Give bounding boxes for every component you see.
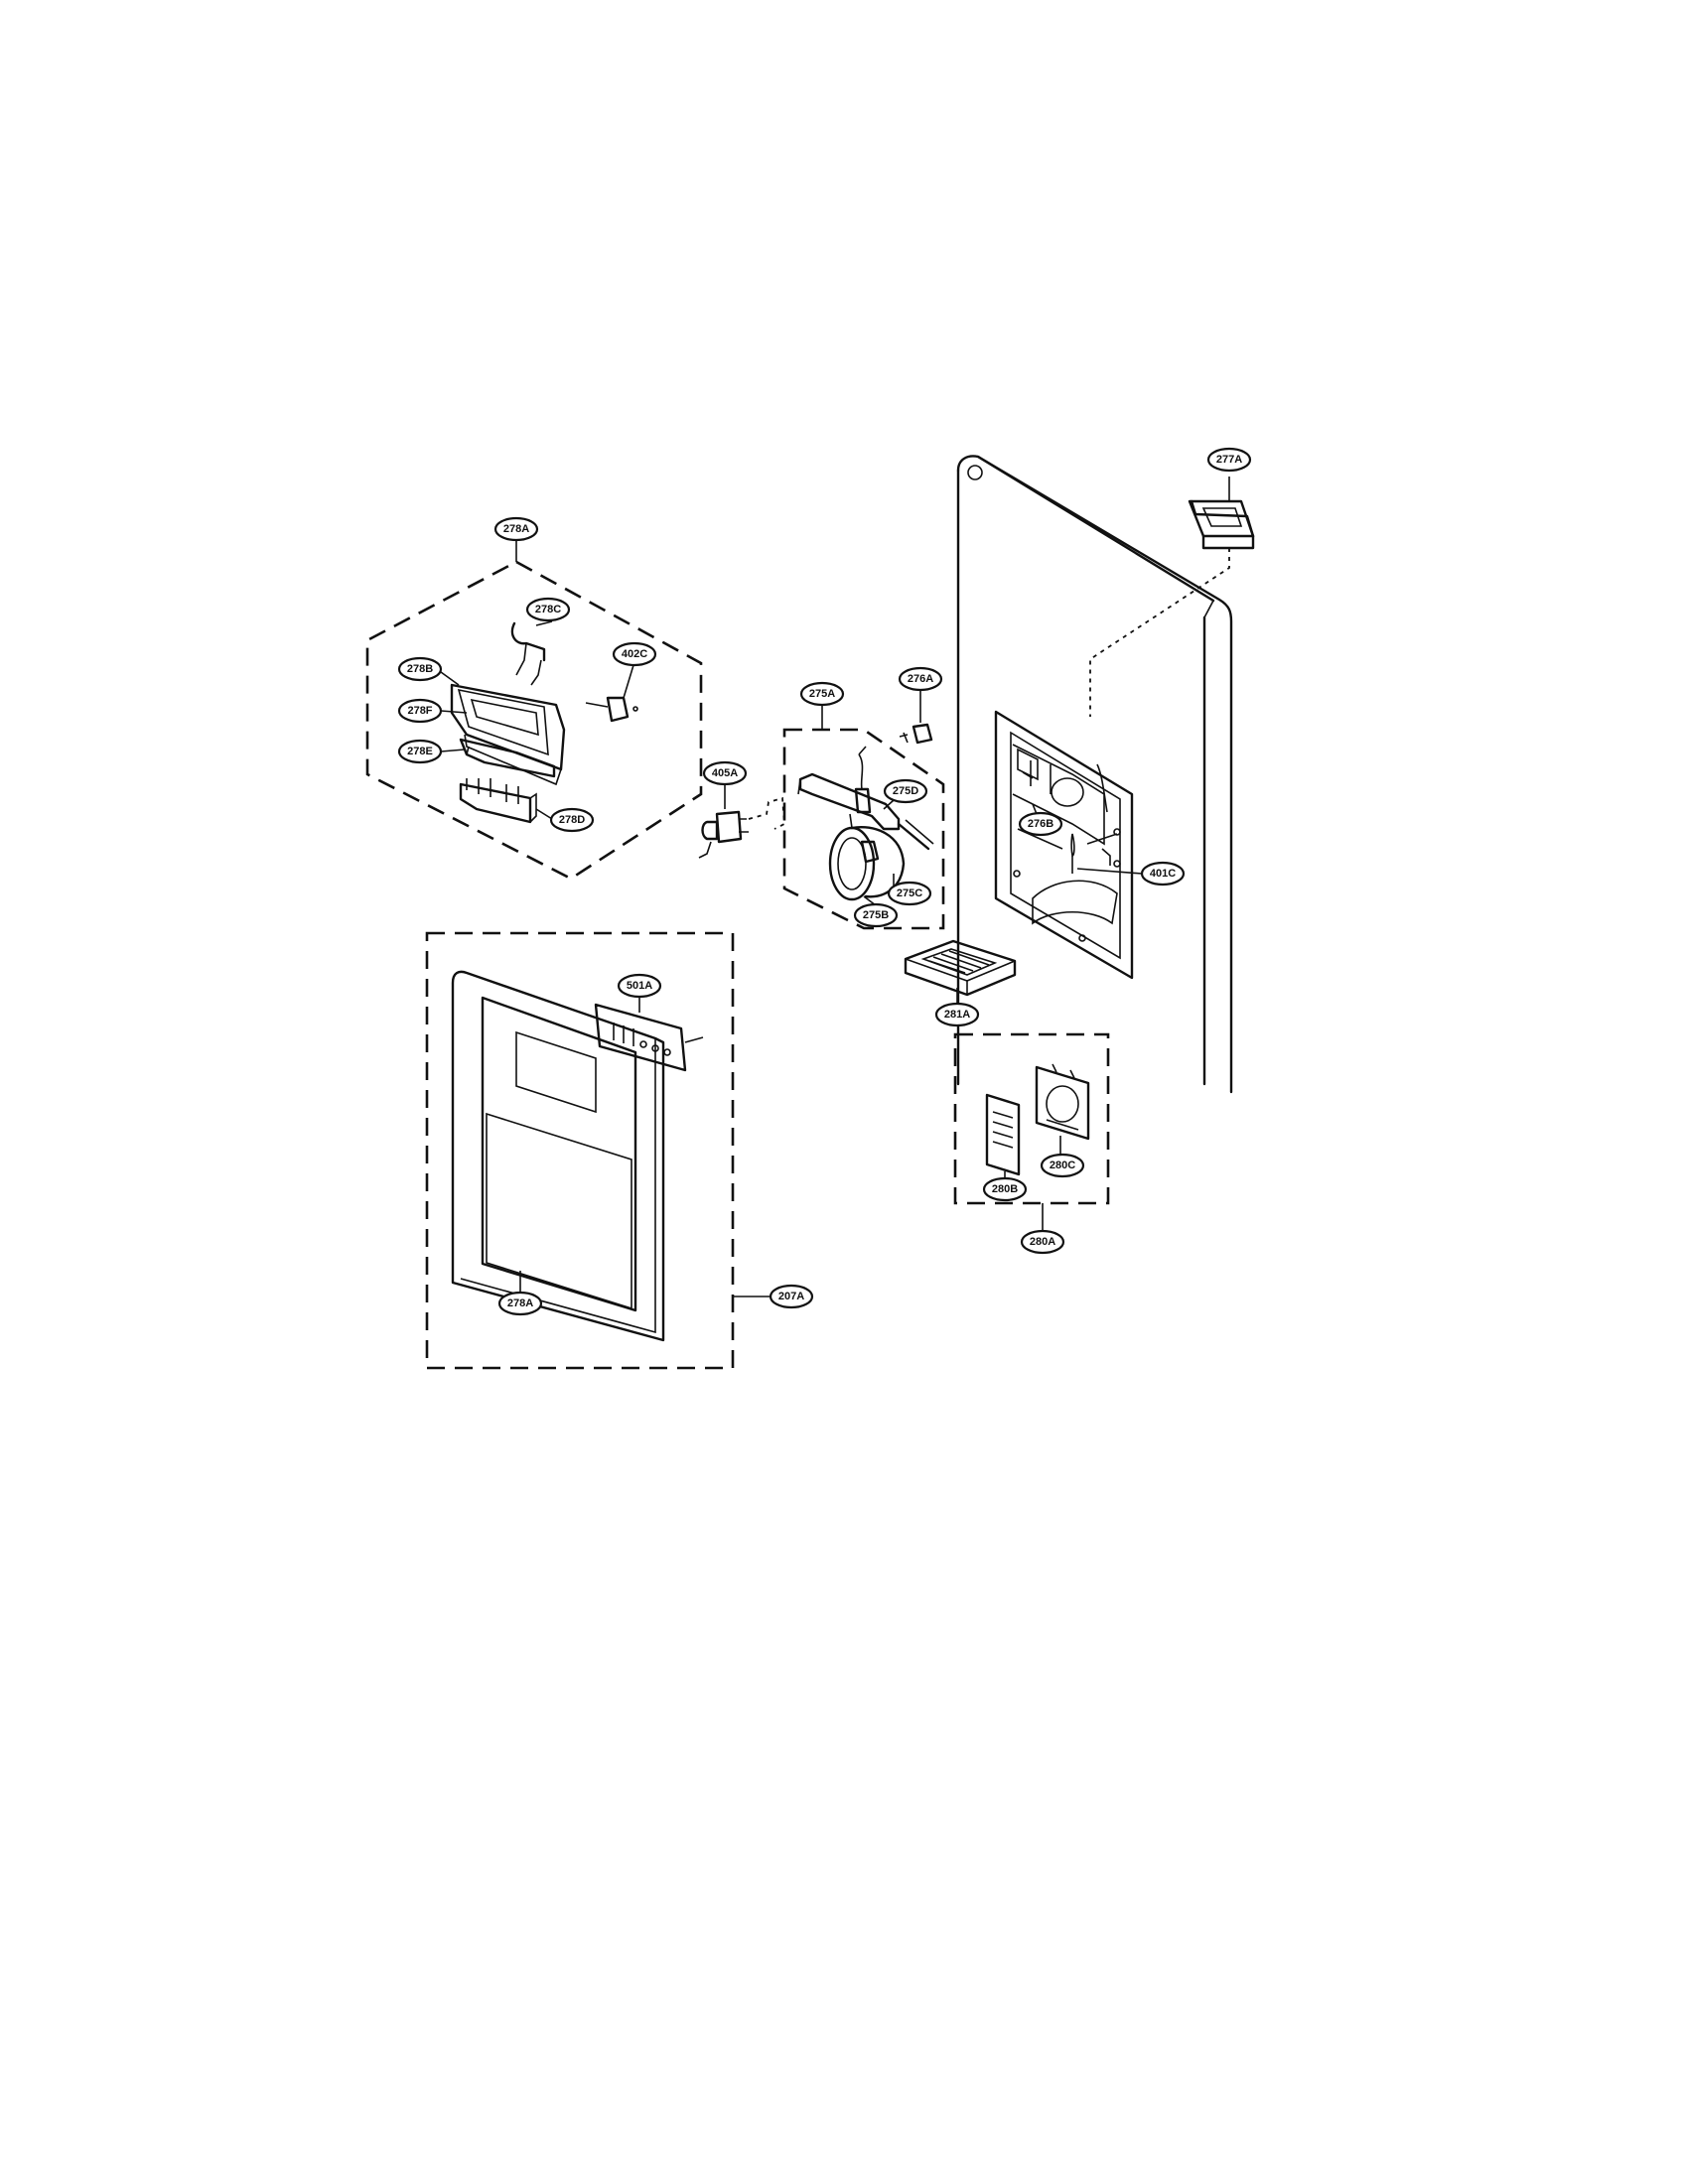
callout-276A: 276A	[898, 666, 943, 692]
callout-401C: 401C	[1140, 861, 1186, 887]
callout-278C-text: 278C	[535, 604, 561, 615]
callout-401C-text: 401C	[1150, 868, 1176, 880]
callout-278C: 278C	[525, 597, 571, 622]
callout-402C-text: 402C	[622, 648, 647, 660]
callout-275A: 275A	[799, 681, 845, 707]
callout-280C: 280C	[1040, 1153, 1085, 1178]
callout-280C-text: 280C	[1050, 1160, 1075, 1171]
callout-276A-text: 276A	[908, 673, 933, 685]
callout-275D: 275D	[883, 778, 928, 804]
callout-501A: 501A	[617, 973, 662, 999]
callout-280B: 280B	[982, 1176, 1028, 1202]
callout-207A: 207A	[769, 1284, 814, 1309]
callout-278E: 278E	[397, 739, 443, 764]
callout-402C: 402C	[612, 641, 657, 667]
callout-277A-text: 277A	[1216, 454, 1242, 466]
callout-275C-text: 275C	[897, 887, 922, 899]
callout-275C: 275C	[887, 881, 932, 906]
callout-275B-text: 275B	[863, 909, 889, 921]
dispenser-recess	[994, 710, 1134, 980]
callout-280A: 280A	[1020, 1229, 1065, 1255]
callout-280A-text: 280A	[1030, 1236, 1055, 1248]
callout-278D: 278D	[549, 807, 595, 833]
part-278A-group	[365, 540, 703, 881]
callout-278A-top: 278A	[493, 516, 539, 542]
callout-275B: 275B	[853, 902, 899, 928]
callout-277A: 277A	[1206, 447, 1252, 473]
callout-278A-top-text: 278A	[503, 523, 529, 535]
callout-278F-text: 278F	[407, 705, 432, 717]
leader-lines	[440, 620, 1143, 1005]
callout-276B-text: 276B	[1028, 818, 1053, 830]
part-405A-valve	[698, 784, 785, 859]
callout-207A-text: 207A	[778, 1291, 804, 1302]
callout-501A-text: 501A	[627, 980, 652, 992]
callout-278B: 278B	[397, 656, 443, 682]
part-280A-group	[953, 1032, 1110, 1231]
part-277A-cap	[1089, 477, 1255, 717]
callout-278F: 278F	[397, 698, 443, 724]
callout-278E-text: 278E	[407, 746, 433, 757]
callout-278B-text: 278B	[407, 663, 433, 675]
callout-280B-text: 280B	[992, 1183, 1018, 1195]
callout-405A-text: 405A	[712, 767, 738, 779]
part-207A-group	[425, 931, 771, 1370]
callout-278A-bottom-text: 278A	[507, 1297, 533, 1309]
refrigerator-door	[956, 455, 1233, 1094]
callout-405A: 405A	[702, 760, 748, 786]
callout-281A: 281A	[934, 1002, 980, 1027]
callout-276B: 276B	[1018, 811, 1063, 837]
callout-275A-text: 275A	[809, 688, 835, 700]
callout-275D-text: 275D	[893, 785, 918, 797]
callout-281A-text: 281A	[944, 1009, 970, 1021]
callout-278A-bottom: 278A	[497, 1291, 543, 1316]
part-275A-group	[782, 690, 945, 930]
part-281A-drip-tray	[904, 939, 1017, 997]
callout-278D-text: 278D	[559, 814, 585, 826]
